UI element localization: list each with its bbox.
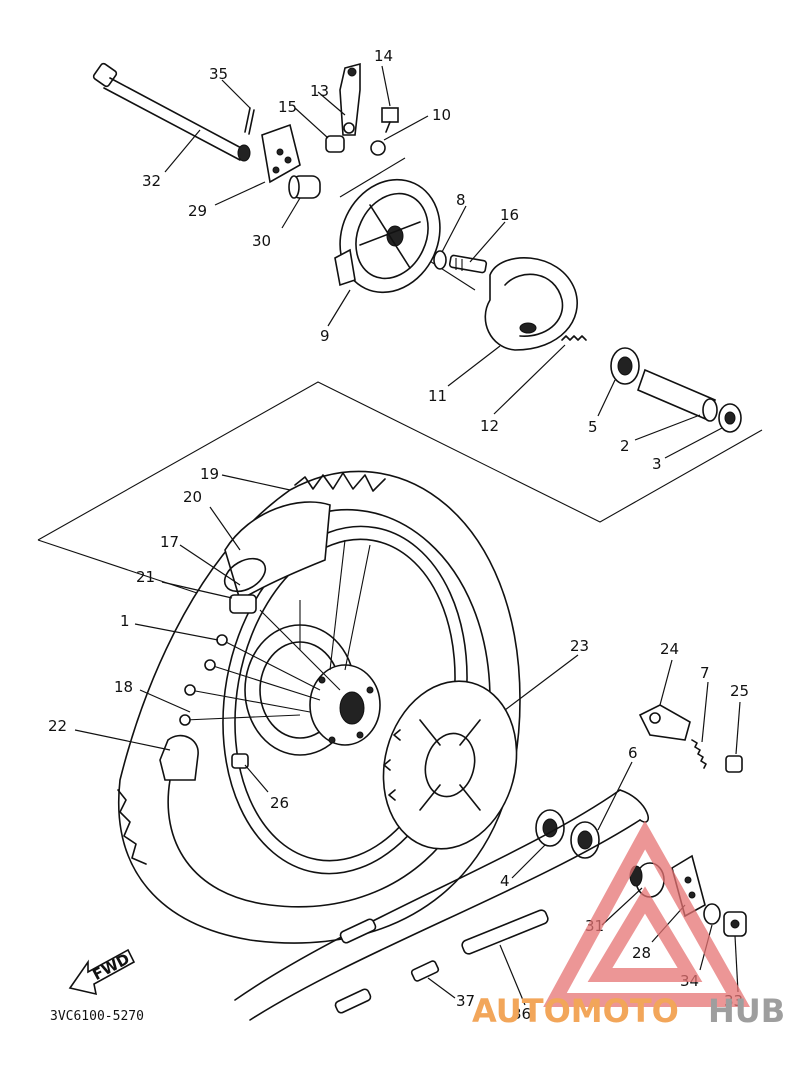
chain-adjuster-plate-left	[261, 123, 301, 184]
callout-14: 14	[374, 47, 393, 65]
callout-2: 2	[620, 437, 630, 455]
callout-12: 12	[480, 417, 499, 435]
watermark-logo: AUTOMOTO HUB	[472, 820, 785, 1030]
callout-29: 29	[188, 202, 207, 220]
nut-small	[325, 135, 345, 153]
callout-35: 35	[209, 65, 228, 83]
callout-17: 17	[160, 533, 179, 551]
wheel-bearing-right	[610, 347, 640, 385]
callout-5: 5	[588, 418, 598, 436]
axle-shaft	[92, 62, 251, 162]
brake-shoe-plate	[334, 178, 441, 294]
callout-32: 32	[142, 172, 161, 190]
cotter-pin	[244, 107, 255, 135]
callout-4: 4	[500, 872, 510, 890]
chain-puller-bracket	[638, 704, 691, 741]
callout-9: 9	[320, 327, 330, 345]
brake-shoe-set	[484, 257, 578, 351]
callout-16: 16	[500, 206, 519, 224]
oil-seal-left	[570, 821, 600, 859]
collar	[288, 175, 321, 199]
bolt	[381, 107, 399, 133]
callout-leaders	[74, 65, 741, 1006]
callout-19: 19	[200, 465, 219, 483]
callout-10: 10	[432, 106, 451, 124]
callout-22: 22	[48, 717, 67, 735]
brake-camshaft-lever	[339, 62, 361, 136]
callout-23: 23	[570, 637, 589, 655]
callout-1: 1	[120, 612, 130, 630]
axle-washer	[703, 903, 721, 925]
rear-sprocket	[382, 680, 518, 850]
callout-20: 20	[183, 488, 202, 506]
adjusting-bolt	[691, 739, 707, 769]
callout-8: 8	[456, 191, 466, 209]
brake-shoe-spring	[561, 335, 587, 341]
sprocket-nut	[231, 753, 249, 769]
inner-tube	[223, 501, 331, 602]
spoke-set	[179, 539, 371, 726]
brake-camshaft	[448, 254, 488, 274]
oil-seal	[433, 250, 447, 270]
diagram-code: 3VC6100-5270	[50, 1009, 144, 1024]
callout-18: 18	[114, 678, 133, 696]
callout-15: 15	[278, 98, 297, 116]
watermark-triangle-icon	[543, 820, 750, 1007]
callout-28: 28	[632, 944, 651, 962]
callout-26: 26	[270, 794, 289, 812]
watermark-text-hub: HUB	[708, 992, 785, 1030]
callout-24: 24	[660, 640, 679, 658]
axle-nut	[723, 911, 747, 937]
callout-25: 25	[730, 682, 749, 700]
callout-3: 3	[652, 455, 662, 473]
callout-37: 37	[456, 992, 475, 1010]
callout-6: 6	[628, 744, 638, 762]
callout-11: 11	[428, 387, 447, 405]
bearing-spacer	[636, 368, 718, 422]
chain-master-link	[410, 960, 440, 982]
adjuster-locknut	[725, 755, 743, 773]
valve-nut	[229, 594, 257, 614]
drive-chain	[234, 789, 649, 1021]
callout-30: 30	[252, 232, 271, 250]
fwd-label: FWD	[90, 950, 133, 984]
forward-direction-arrow: FWD	[68, 948, 136, 996]
washer-small	[370, 140, 386, 156]
wheel-bearing-left	[535, 809, 565, 847]
callout-13: 13	[310, 82, 329, 100]
callout-7: 7	[700, 664, 710, 682]
watermark-text-automoto: AUTOMOTO	[472, 992, 679, 1030]
callout-36: 36	[512, 1005, 531, 1023]
collar-right	[718, 403, 742, 433]
watermark-inner-triangle-icon	[587, 886, 703, 982]
callout-21: 21	[136, 568, 155, 586]
rim-lock	[159, 734, 199, 781]
